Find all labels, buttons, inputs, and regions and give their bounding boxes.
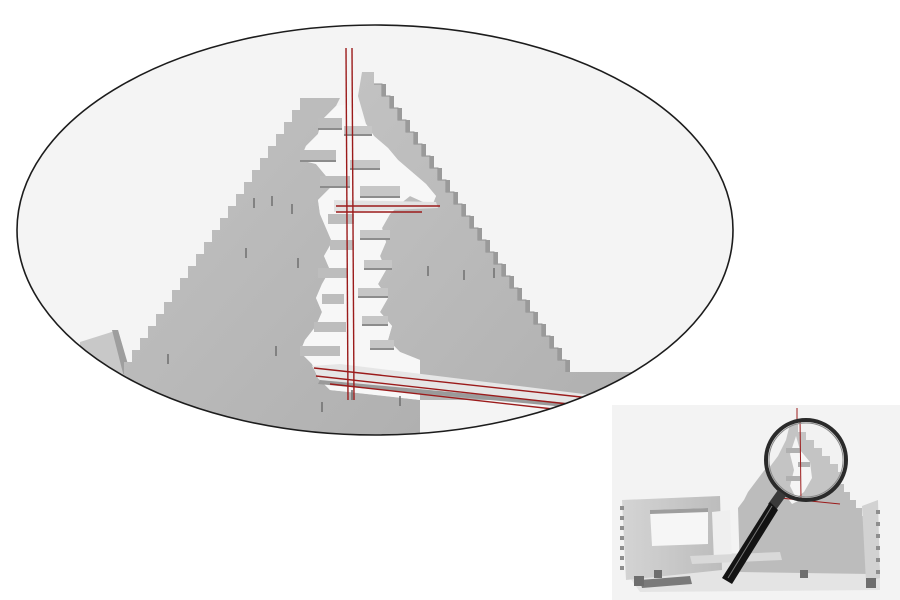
overview-window	[650, 508, 708, 546]
overview-panel	[612, 405, 900, 600]
magnifier-lens-rim	[764, 418, 848, 502]
magnifier-handle	[722, 502, 778, 584]
gable-wall-right-half	[358, 72, 636, 400]
mortar-slits	[167, 196, 495, 412]
magnifying-glass-icon	[722, 418, 848, 584]
interlock-teeth-left	[300, 118, 354, 356]
interlock-teeth-right	[344, 126, 400, 350]
overview-right-wall	[862, 500, 880, 582]
gable-wall-left-half	[118, 98, 420, 435]
red-reference-lines	[313, 47, 591, 411]
ellipse-border	[16, 24, 734, 436]
overview-door	[712, 510, 732, 562]
overview-posts	[634, 570, 876, 588]
